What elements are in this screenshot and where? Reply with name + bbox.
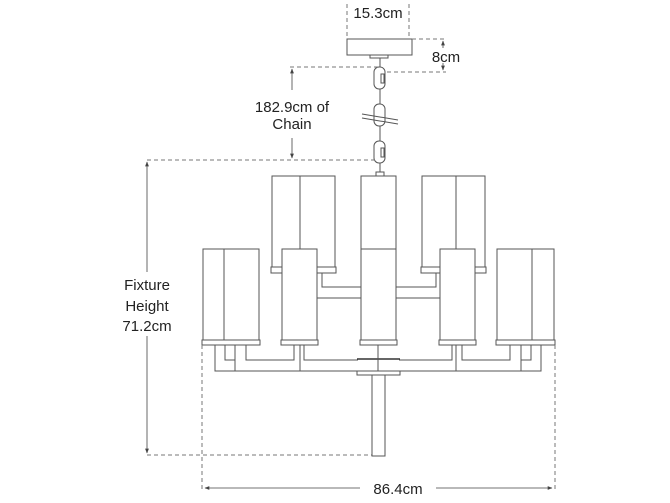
lower-shade-right [438, 248, 477, 346]
canopy-height-dimension: 8cm [380, 38, 460, 73]
canopy-loop [369, 54, 389, 59]
lower-shade-far-left [201, 248, 261, 346]
upper-arms [317, 273, 440, 299]
chain-length-label-line1: 182.9cm of [255, 99, 330, 116]
overall-width-dimension: 86.4cm [201, 345, 556, 498]
canopy [346, 38, 413, 56]
center-stem [371, 374, 386, 457]
fixture-height-label-line3: 71.2cm [122, 318, 171, 335]
lower-shade-left [280, 248, 319, 346]
fixture-height-label-line2: Height [125, 298, 169, 315]
chain-length-dimension: 182.9cm of Chain [255, 66, 378, 159]
chain [361, 58, 399, 177]
chain-length-label-line2: Chain [272, 116, 311, 133]
overall-width-label: 86.4cm [373, 481, 422, 498]
lower-shade-far-right [495, 248, 556, 346]
canopy-width-dimension: 15.3cm [346, 4, 410, 39]
fixture-height-label-line1: Fixture [124, 277, 170, 294]
canopy-height-label: 8cm [432, 49, 460, 66]
fixture-height-dimension: Fixture Height 71.2cm [122, 159, 378, 456]
canopy-width-label: 15.3cm [353, 5, 402, 22]
lower-shade-center [359, 248, 398, 346]
